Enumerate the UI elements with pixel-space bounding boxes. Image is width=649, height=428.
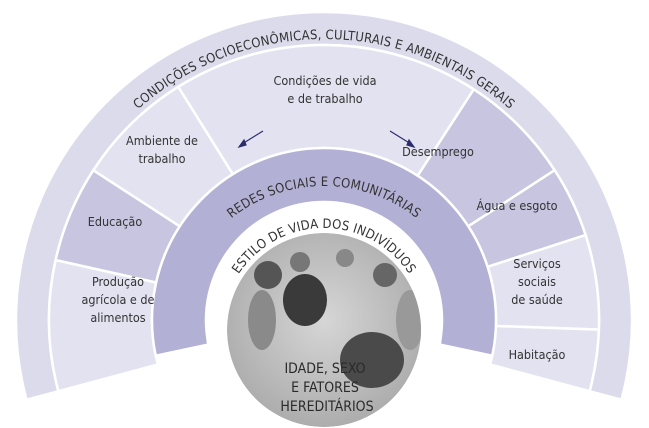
people-illustration xyxy=(227,233,421,427)
rings xyxy=(14,10,634,402)
arrow-right-icon xyxy=(389,130,416,149)
arrow-left-icon xyxy=(237,130,264,149)
segment-label: Educação xyxy=(88,214,143,229)
segment-label: Habitação xyxy=(509,347,566,362)
segment-label: Água e esgoto xyxy=(477,198,558,213)
core-label: IDADE, SEXO E FATORES HEREDITÁRIOS xyxy=(280,361,373,415)
segment-label: Desemprego xyxy=(402,144,474,159)
social-band xyxy=(150,146,498,358)
